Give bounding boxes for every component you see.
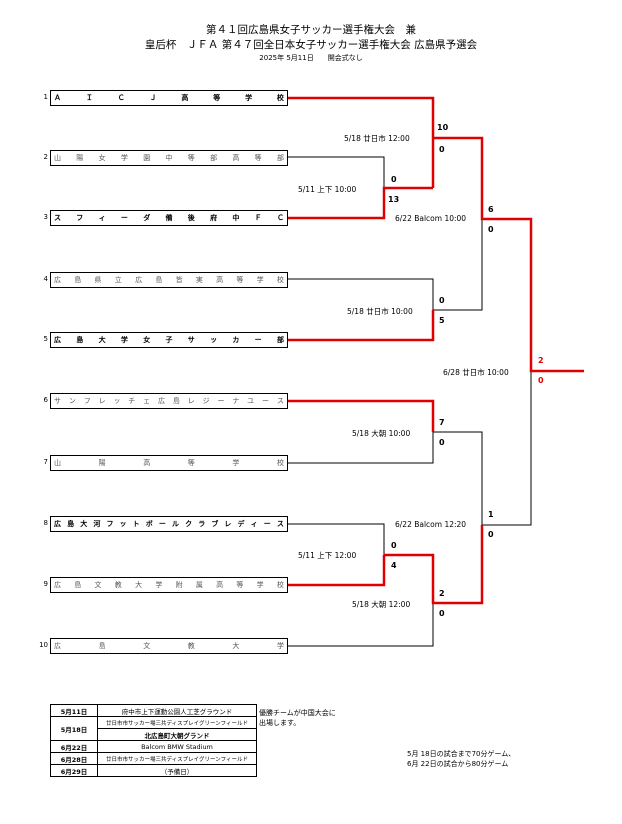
score-m67-bottom: 0: [439, 438, 445, 447]
team-slot-4: 広島県立広島皆実高等学校: [50, 272, 288, 288]
venue-date: 5月18日: [50, 716, 98, 741]
seed-number: 9: [43, 580, 48, 588]
venue-row: 6月28日 廿日市市サッカー場三共ディスプレイグリーンフィールド: [50, 752, 257, 765]
team-name: 広島県立広島皆実高等学校: [54, 276, 284, 284]
score-m1-bottom: 0: [439, 145, 445, 154]
team-slot-5: 広島大学女子サッカー部: [50, 332, 288, 348]
venue-name: Balcom BMW Stadium: [97, 740, 257, 753]
team-slot-7: 山陽高等学校: [50, 455, 288, 471]
bracket-line-sf2-top: [433, 431, 483, 525]
match-label-sf1: 6/22 Balcom 10:00: [395, 214, 467, 223]
score-m910-top: 2: [439, 589, 445, 598]
match-label-m1: 5/18 廿日市 12:00: [344, 134, 410, 143]
winner-line-m910: [384, 525, 484, 605]
seed-number: 7: [43, 458, 48, 466]
score-m23-bottom: 13: [388, 195, 400, 204]
seed-number: 8: [43, 519, 48, 527]
venue-row: 5月11日 府中市上下運動公園人工芝グラウンド: [50, 704, 257, 717]
seed-number: 3: [43, 213, 48, 221]
score-sf1-bottom: 0: [488, 225, 494, 234]
venue-name: （予備日）: [97, 764, 257, 777]
score-m910-bottom: 0: [439, 609, 445, 618]
bracket-line-final-bottom: [482, 371, 532, 526]
team-name: サンフレッチェ広島レジーナユース: [54, 397, 284, 405]
venue-name: 廿日市市サッカー場三共ディスプレイグリーンフィールド: [97, 716, 257, 729]
team-name: 広島文教大学附属高等学校: [54, 581, 284, 589]
score-m45-top: 0: [439, 296, 445, 305]
score-m23-top: 0: [391, 175, 397, 184]
venue-table: 5月11日 府中市上下運動公園人工芝グラウンド 5月18日 廿日市市サッカー場三…: [50, 704, 257, 777]
venue-name: 廿日市市サッカー場三共ディスプレイグリーンフィールド: [97, 752, 257, 765]
venue-date: 6月28日: [50, 752, 98, 765]
match-label-sf2: 6/22 Balcom 12:20: [395, 520, 467, 529]
venue-date: 6月29日: [50, 764, 98, 777]
bracket-line-sf1-bottom: [433, 219, 483, 311]
seed-number: 4: [43, 275, 48, 283]
team-slot-10: 広島文教大学: [50, 638, 288, 654]
score-sf2-bottom: 0: [488, 530, 494, 539]
team-name: 広島大河フットボールクラブレディース: [54, 520, 284, 528]
match-label-m910: 5/18 大朝 12:00: [352, 600, 411, 609]
team-slot-8: 広島大河フットボールクラブレディース: [50, 516, 288, 532]
event-date-subtitle: 2025年 5月11日 開会式なし: [259, 54, 363, 62]
score-m89-top: 0: [391, 541, 397, 550]
score-m67-top: 7: [439, 418, 445, 427]
champion-note: 優勝チームが中国大会に 出場します。: [259, 708, 336, 728]
match-label-m23: 5/11 上下 10:00: [298, 185, 357, 194]
bracket-line-team7: [288, 432, 434, 464]
team-name: 山陽女学園中等部高等部: [54, 154, 284, 162]
seed-number: 10: [39, 641, 48, 649]
team-name: 山陽高等学校: [54, 459, 284, 467]
score-sf1-top: 6: [488, 205, 494, 214]
team-name: 広島大学女子サッカー部: [54, 336, 284, 344]
match-label-m89: 5/11 上下 12:00: [298, 551, 357, 560]
team-slot-9: 広島文教大学附属高等学校: [50, 577, 288, 593]
venue-name: 府中市上下運動公園人工芝グラウンド: [97, 704, 257, 717]
bracket-line-team8: [288, 523, 385, 555]
score-final-bottom: 0: [538, 376, 544, 385]
page-title-line2: 皇后杯 ＪＦＡ 第４７回全日本女子サッカー選手権大会 広島県予選会: [144, 39, 478, 51]
match-label-m67: 5/18 大朝 10:00: [352, 429, 411, 438]
venue-date: 6月22日: [50, 740, 98, 753]
team-slot-6: サンフレッチェ広島レジーナユース: [50, 393, 288, 409]
venue-row: 6月22日 Balcom BMW Stadium: [50, 740, 257, 753]
game-time-note-line1: 5月 18日の試合まで70分ゲーム、: [407, 750, 516, 758]
page-title-line1: 第４１回広島県女子サッカー選手権大会 兼: [206, 24, 416, 36]
winner-line-team3: [288, 186, 433, 220]
score-m45-bottom: 5: [439, 316, 445, 325]
team-slot-2: 山陽女学園中等部高等部: [50, 150, 288, 166]
score-m89-bottom: 4: [391, 561, 397, 570]
match-label-final: 6/28 廿日市 10:00: [443, 368, 509, 377]
champion-note-line2: 出場します。: [259, 719, 301, 727]
game-time-note: 5月 18日の試合まで70分ゲーム、 6月 22日の試合から80分ゲーム: [407, 749, 515, 769]
score-m1-top: 10: [437, 123, 449, 132]
seed-number: 1: [43, 93, 48, 101]
venue-row: 6月29日 （予備日）: [50, 764, 257, 777]
seed-number: 5: [43, 335, 48, 343]
venue-date: 5月11日: [50, 704, 98, 717]
match-label-m45: 5/18 廿日市 10:00: [347, 307, 413, 316]
team-name: 広島文教大学: [54, 642, 284, 650]
score-sf2-top: 1: [488, 510, 494, 519]
bracket-line-team2: [288, 156, 385, 188]
winner-line-team5: [288, 310, 435, 342]
winner-line-team1: [288, 96, 584, 373]
venue-row: 5月18日 廿日市市サッカー場三共ディスプレイグリーンフィールド: [50, 716, 257, 741]
seed-number: 2: [43, 153, 48, 161]
seed-number: 6: [43, 396, 48, 404]
game-time-note-line2: 6月 22日の試合から80分ゲーム: [407, 760, 509, 768]
venue-name: 北広島町大朝グランド: [97, 728, 257, 741]
score-final-top: 2: [538, 356, 544, 365]
bracket-line-team10: [288, 603, 434, 647]
winner-line-team9: [288, 555, 386, 587]
winner-line-team6: [288, 399, 435, 432]
champion-note-line1: 優勝チームが中国大会に: [259, 709, 336, 717]
bracket-line-team4: [288, 278, 434, 310]
